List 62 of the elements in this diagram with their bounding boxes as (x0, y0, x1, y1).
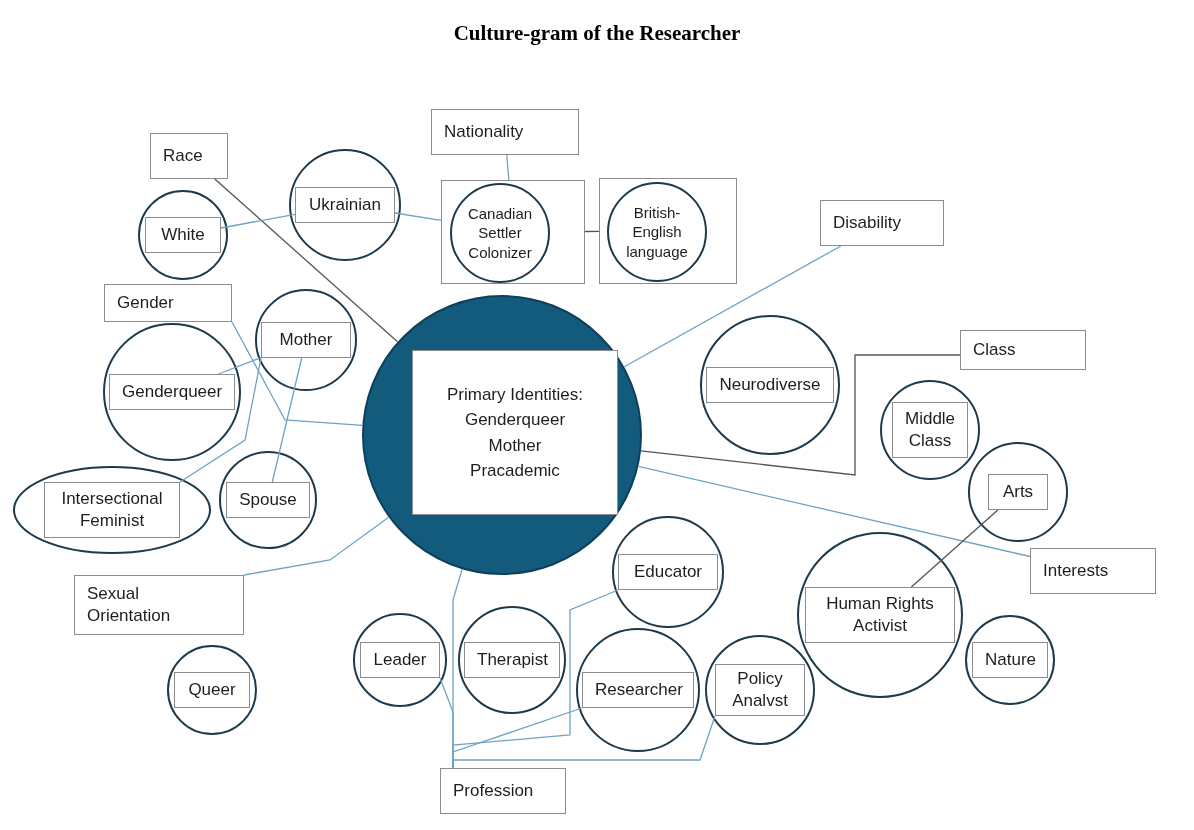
connector-line (910, 509, 999, 588)
circle-label: British-English language (607, 182, 707, 282)
connector-line (640, 354, 961, 476)
label-box: Profession (440, 768, 566, 814)
circle-outline (289, 149, 401, 261)
connector-line (637, 465, 1031, 558)
label-box: Nationality (431, 109, 579, 155)
circle-outline (576, 628, 700, 752)
connector-line (271, 357, 303, 483)
label-box: Neurodiverse (706, 367, 834, 403)
label-box: Genderqueer (109, 374, 235, 410)
label-box: Spouse (226, 482, 310, 518)
connector-line (452, 715, 716, 769)
circle-outline (880, 380, 980, 480)
label-box: Intersectional Feminist (44, 482, 180, 538)
label-box: Disability (820, 200, 944, 246)
circle-outline (458, 606, 566, 714)
connector-line (217, 356, 262, 375)
label-box: Policy Analvst (715, 664, 805, 716)
circle-outline (103, 323, 241, 461)
connector-line (214, 178, 399, 343)
connector-line (394, 212, 442, 222)
label-box: Leader (360, 642, 440, 678)
label-box: Queer (174, 672, 250, 708)
frame-box (599, 178, 737, 284)
label-box: Researcher (582, 672, 694, 708)
circle-outline (965, 615, 1055, 705)
circle-outline (700, 315, 840, 455)
label-box: Middle Class (892, 402, 968, 458)
label-box: Interests (1030, 548, 1156, 594)
diagram-title: Culture-gram of the Researcher (453, 20, 741, 47)
circle-outline (353, 613, 447, 707)
circle-outline (705, 635, 815, 745)
circle-outline (219, 451, 317, 549)
label-box: Sexual Orientation (74, 575, 244, 635)
circle-outline (255, 289, 357, 391)
circle-outline (797, 532, 963, 698)
label-box: Race (150, 133, 228, 179)
connector-line (231, 321, 363, 426)
circle-outline (13, 466, 211, 554)
connector-line (623, 245, 842, 368)
label-box: Nature (972, 642, 1048, 678)
circle-outline (968, 442, 1068, 542)
connector-line (506, 154, 510, 181)
circle-outline (167, 645, 257, 735)
label-box: Ukrainian (295, 187, 395, 223)
label-box: Human Rights Activist (805, 587, 955, 643)
circle-outline (612, 516, 724, 628)
connector-line (220, 213, 296, 229)
label-box: Therapist (464, 642, 560, 678)
label-box: Gender (104, 284, 232, 322)
label-box: White (145, 217, 221, 253)
circle-outline (138, 190, 228, 280)
label-box: Class (960, 330, 1086, 370)
label-box: Educator (618, 554, 718, 590)
label-box: Arts (988, 474, 1048, 510)
circle-label: Canadian Settler Colonizer (450, 183, 550, 283)
frame-box (441, 180, 585, 284)
label-box: Mother (261, 322, 351, 358)
connector-line (243, 516, 390, 576)
identity-text-box: Primary Identities: Genderqueer Mother Pracademic (412, 350, 618, 515)
connector-line (179, 357, 262, 483)
